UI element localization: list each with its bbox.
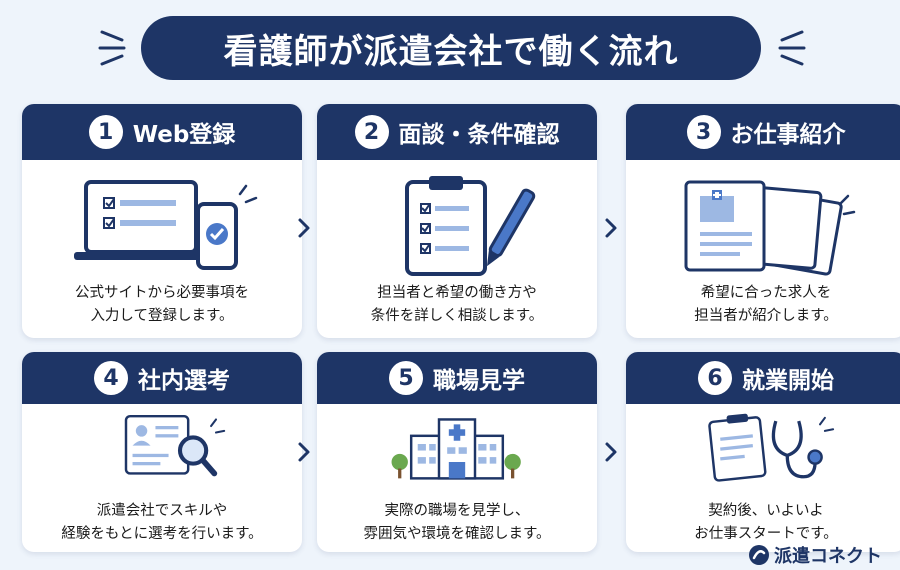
step-number: 2: [354, 115, 389, 149]
step-number: 1: [88, 115, 123, 149]
hospital-icon: [391, 418, 521, 480]
chevron-right-icon: [298, 442, 310, 462]
step-description: 実際の職場を見学し、 雰囲気や環境を確認します。: [363, 503, 551, 542]
step-description: 契約後、いよいよ お仕事スタートです。: [694, 503, 838, 542]
left-sparkle-icon: [98, 30, 126, 66]
step-card-4: 4 社内選考 派遣会社でスキルや 経験をもとに選考を行います。: [22, 352, 302, 552]
brand-logo: 派遣コネクト: [748, 542, 882, 568]
step-card-6: 6 就業開始 契約後、いよいよ お仕事スタートです。: [626, 352, 900, 552]
step-title: 面談・条件確認: [398, 122, 560, 148]
clipboard-stethoscope-icon: [708, 413, 835, 482]
brand-name: 派遣コネクト: [774, 546, 882, 567]
right-sparkle-icon: [778, 30, 806, 66]
step-header: 5 職場見学: [317, 352, 597, 404]
chevron-right-icon: [298, 218, 310, 238]
page-title: 看護師が派遣会社で働く流れ: [223, 31, 679, 72]
chevron-right-icon: [605, 218, 617, 238]
step-card-5: 5 職場見学 実際の職場を見学し、 雰囲気や環境を確認します。: [317, 352, 597, 552]
job-documents-icon: [684, 180, 856, 276]
step-title: 社内選考: [138, 368, 230, 394]
logo-mark-icon: [749, 545, 769, 565]
step-title: お仕事紹介: [730, 122, 846, 148]
step-header: 3 お仕事紹介: [626, 104, 900, 160]
step-number: 6: [698, 361, 732, 395]
resume-magnifier-icon: [124, 414, 226, 477]
laptop-phone-icon: [74, 180, 258, 270]
step-title: 職場見学: [433, 368, 525, 394]
header: 看護師が派遣会社で働く流れ: [0, 0, 900, 92]
step-number: 5: [389, 361, 423, 395]
step-card-2: 2 面談・条件確認 担当者と希望の働き方や 条件を詳しく相談します。: [317, 104, 597, 338]
step-header: 1 Web登録: [22, 104, 302, 160]
step-description: 担当者と希望の働き方や 条件を詳しく相談します。: [370, 285, 544, 324]
step-number: 3: [686, 115, 721, 149]
step-header: 4 社内選考: [22, 352, 302, 404]
step-card-3: 3 お仕事紹介 希望に合った求人を 担当者が紹介します。: [626, 104, 900, 338]
step-title: Web登録: [132, 122, 236, 148]
step-header: 2 面談・条件確認: [317, 104, 597, 160]
clipboard-pen-icon: [405, 176, 536, 276]
step-header: 6 就業開始: [626, 352, 900, 404]
title-banner: 看護師が派遣会社で働く流れ: [141, 16, 761, 80]
step-description: 公式サイトから必要事項を 入力して登録します。: [75, 285, 249, 324]
step-description: 希望に合った求人を 担当者が紹介します。: [694, 285, 838, 324]
step-description: 派遣会社でスキルや 経験をもとに選考を行います。: [61, 503, 263, 542]
step-number: 4: [94, 361, 128, 395]
step-title: 就業開始: [742, 368, 834, 394]
chevron-right-icon: [605, 442, 617, 462]
step-card-1: 1 Web登録 公式サイトから必要事項を 入力して登録します。: [22, 104, 302, 338]
